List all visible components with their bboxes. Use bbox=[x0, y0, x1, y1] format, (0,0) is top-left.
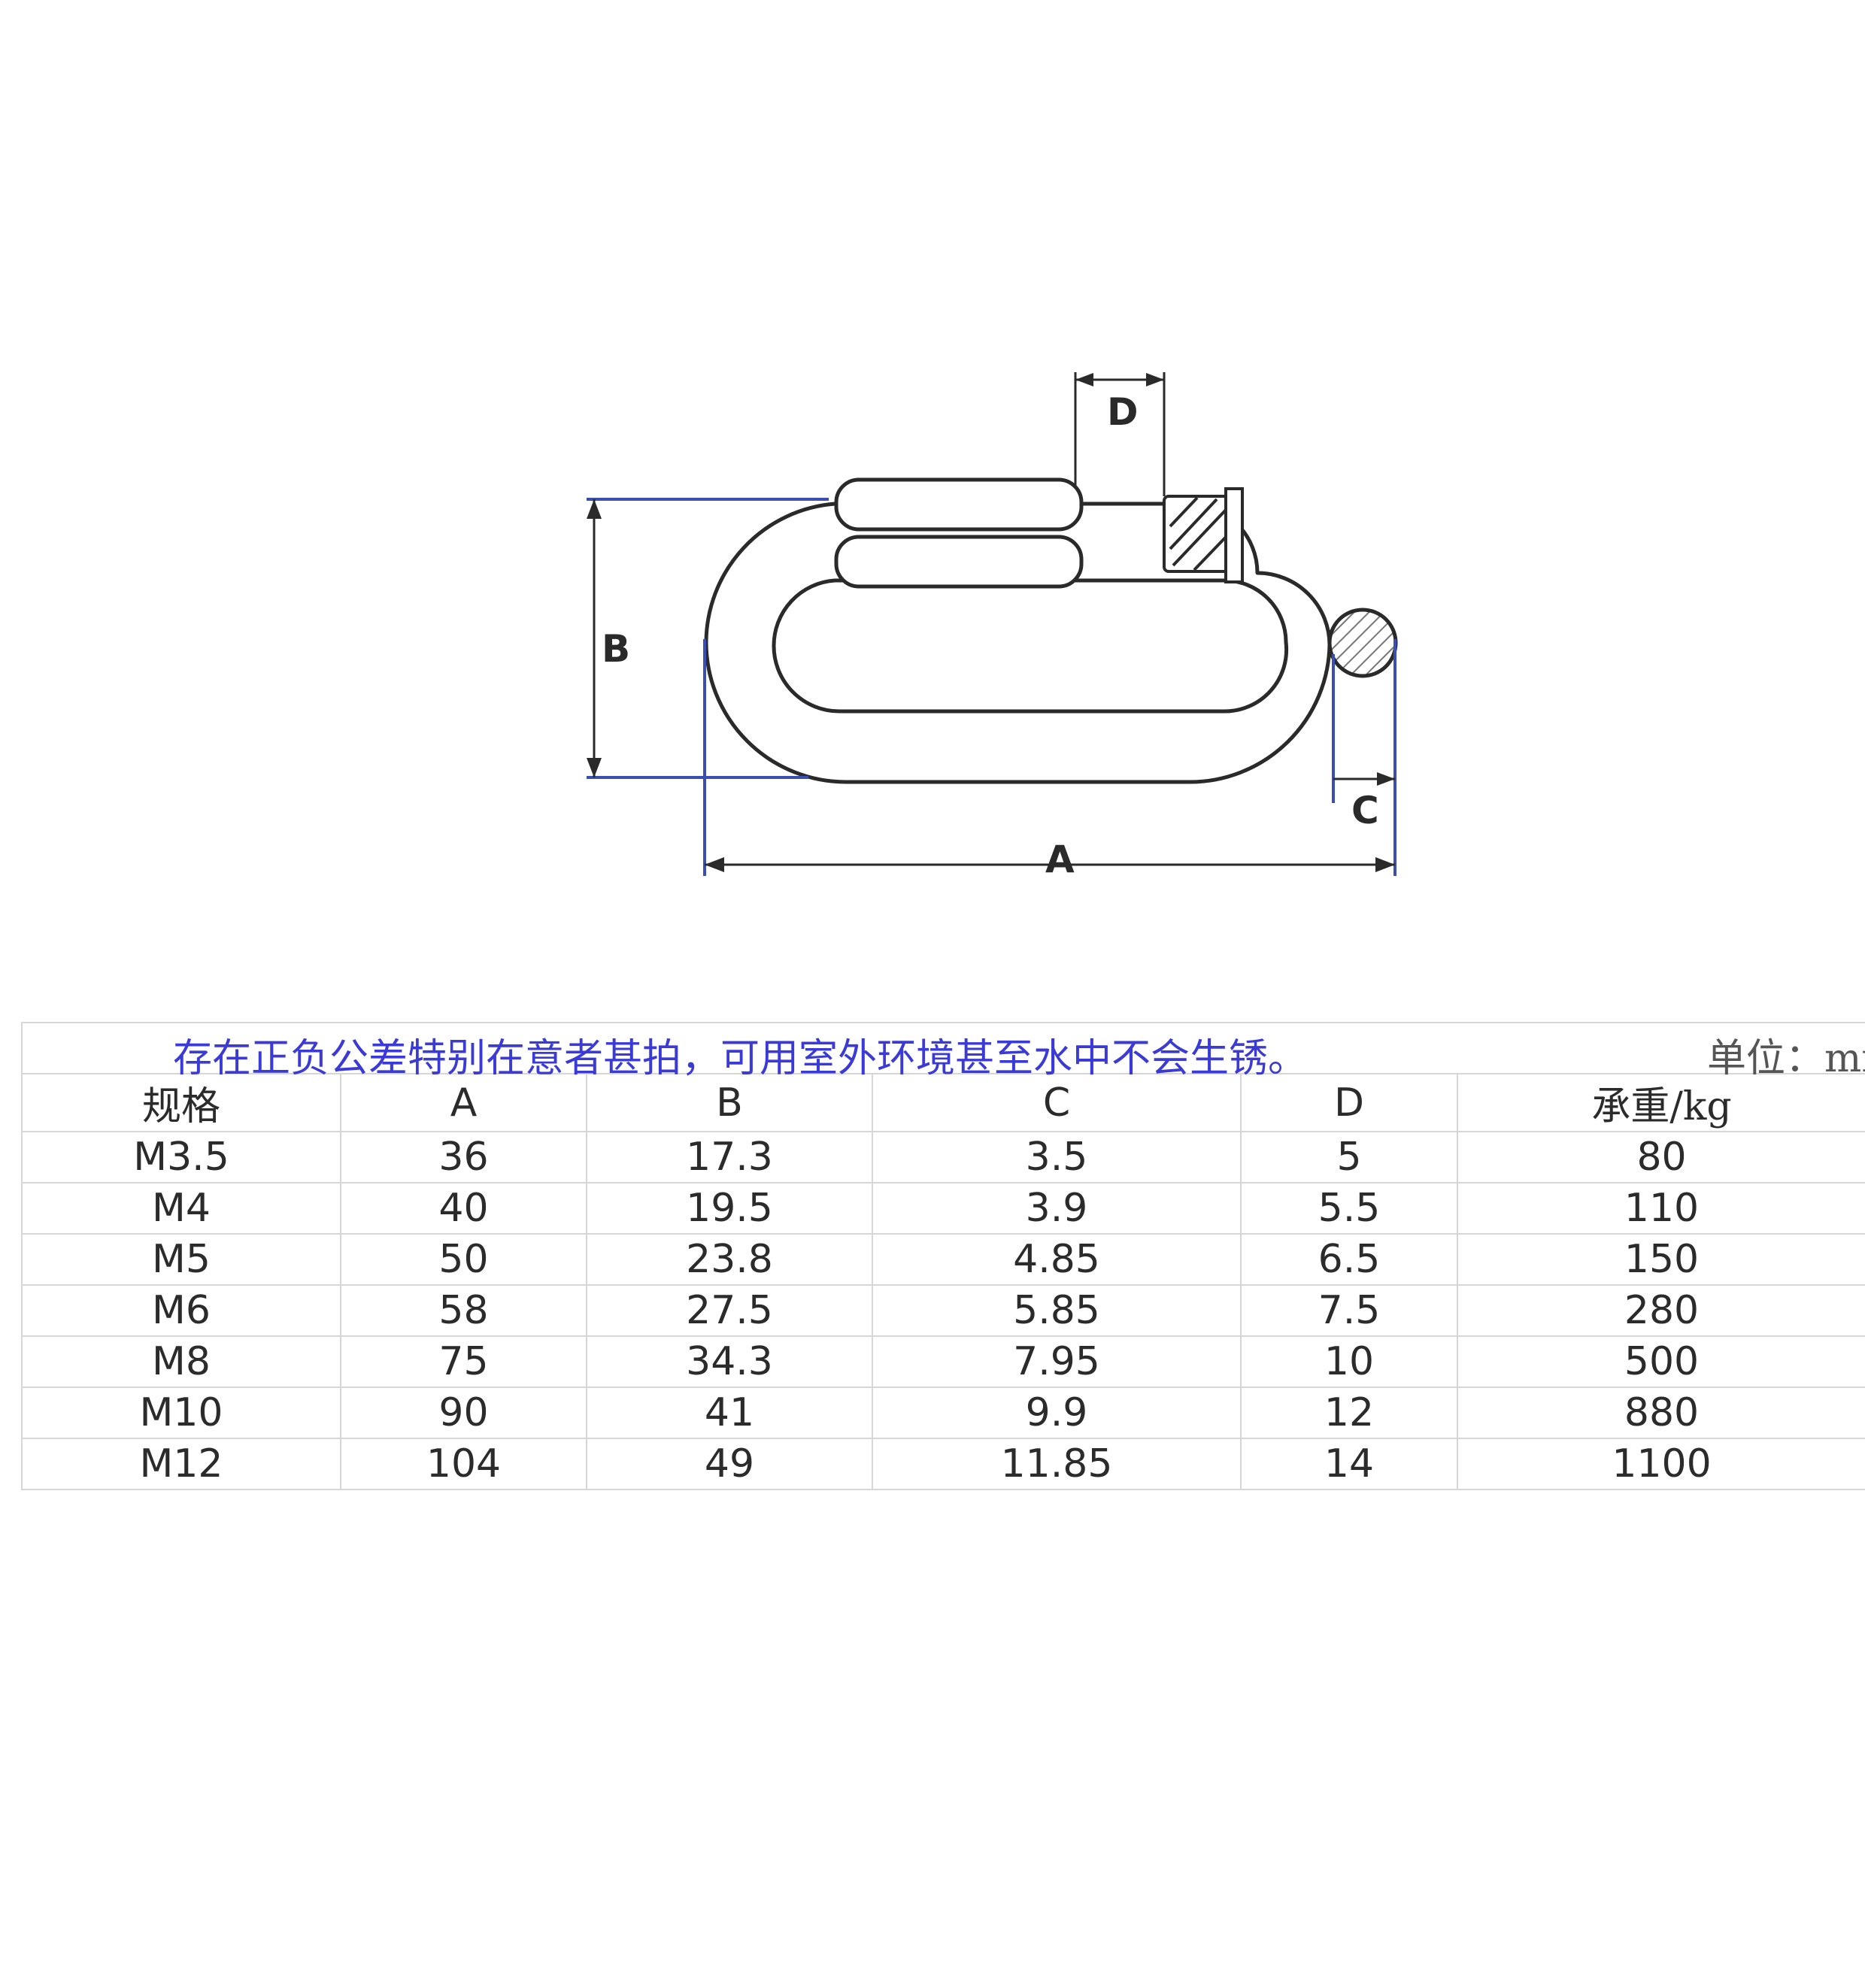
dimension-lines bbox=[587, 372, 1396, 876]
header-spec: 规格 bbox=[21, 1073, 341, 1132]
table-unit: 单位：mm bbox=[1707, 1036, 1865, 1081]
cell-d: 12 bbox=[1240, 1386, 1458, 1439]
note-row: 存在正负公差特别在意者甚拍，可用室外环境甚至水中不会生锈。 单位：mm bbox=[20, 1022, 1865, 1081]
cell-c: 3.9 bbox=[872, 1182, 1242, 1235]
cell-b: 27.5 bbox=[586, 1284, 873, 1337]
cell-a: 36 bbox=[340, 1131, 587, 1183]
dimension-arrowheads bbox=[587, 373, 1395, 872]
header-b: B bbox=[586, 1073, 873, 1132]
cell-d: 7.5 bbox=[1240, 1284, 1458, 1337]
header-c: C bbox=[872, 1073, 1242, 1132]
cell-b: 49 bbox=[586, 1438, 873, 1490]
cell-load: 1100 bbox=[1456, 1438, 1865, 1490]
cell-b: 34.3 bbox=[586, 1335, 873, 1388]
threaded-end bbox=[1163, 487, 1244, 583]
link-inner-outline bbox=[772, 578, 1289, 714]
cell-a: 104 bbox=[340, 1438, 587, 1490]
spec-table: 存在正负公差特别在意者甚拍，可用室外环境甚至水中不会生锈。 单位：mm 规格 A… bbox=[20, 1022, 1865, 1490]
cell-b: 17.3 bbox=[586, 1131, 873, 1183]
table-row: M5 50 23.8 4.85 6.5 150 bbox=[21, 1233, 1865, 1286]
table-row: M12 104 49 11.85 14 1100 bbox=[21, 1438, 1865, 1490]
cell-d: 5 bbox=[1240, 1131, 1458, 1183]
cell-load: 150 bbox=[1456, 1233, 1865, 1286]
cell-c: 4.85 bbox=[872, 1233, 1242, 1286]
cell-c: 9.9 bbox=[872, 1386, 1242, 1439]
sleeve-nut bbox=[834, 477, 1084, 589]
quick-link-diagram: B A C D bbox=[587, 372, 1398, 881]
cell-load: 500 bbox=[1456, 1335, 1865, 1388]
cell-spec: M12 bbox=[21, 1438, 341, 1490]
table-row: M10 90 41 9.9 12 880 bbox=[21, 1386, 1865, 1439]
cell-spec: M3.5 bbox=[21, 1131, 341, 1183]
cell-spec: M5 bbox=[21, 1233, 341, 1286]
table-row: M8 75 34.3 7.95 10 500 bbox=[21, 1335, 1865, 1388]
cell-spec: M8 bbox=[21, 1335, 341, 1388]
cell-load: 110 bbox=[1456, 1182, 1865, 1235]
cell-d: 10 bbox=[1240, 1335, 1458, 1388]
dimension-label-b: B bbox=[602, 627, 630, 671]
dimension-label-d: D bbox=[1107, 390, 1139, 434]
table-row: M3.5 36 17.3 3.5 5 80 bbox=[21, 1131, 1865, 1183]
cell-c: 7.95 bbox=[872, 1335, 1242, 1388]
table-note: 存在正负公差特别在意者甚拍，可用室外环境甚至水中不会生锈。 bbox=[173, 1036, 1308, 1081]
header-d: D bbox=[1240, 1073, 1458, 1132]
header-a: A bbox=[340, 1073, 587, 1132]
cell-b: 19.5 bbox=[586, 1182, 873, 1235]
cell-d: 5.5 bbox=[1240, 1182, 1458, 1235]
cell-spec: M6 bbox=[21, 1284, 341, 1337]
cell-load: 280 bbox=[1456, 1284, 1865, 1337]
section-circle bbox=[1327, 608, 1398, 678]
link-outer-outline bbox=[704, 502, 1332, 784]
cell-b: 23.8 bbox=[586, 1233, 873, 1286]
cell-a: 75 bbox=[340, 1335, 587, 1388]
cell-a: 50 bbox=[340, 1233, 587, 1286]
cell-a: 58 bbox=[340, 1284, 587, 1337]
header-row: 规格 A B C D 承重/kg bbox=[21, 1073, 1865, 1132]
cell-load: 80 bbox=[1456, 1131, 1865, 1183]
cell-spec: M10 bbox=[21, 1386, 341, 1439]
cell-load: 880 bbox=[1456, 1386, 1865, 1439]
cell-c: 3.5 bbox=[872, 1131, 1242, 1183]
dimension-label-c: C bbox=[1351, 789, 1379, 832]
cell-d: 6.5 bbox=[1240, 1233, 1458, 1286]
cell-a: 40 bbox=[340, 1182, 587, 1235]
cell-c: 5.85 bbox=[872, 1284, 1242, 1337]
table-row: M4 40 19.5 3.9 5.5 110 bbox=[21, 1182, 1865, 1235]
cell-a: 90 bbox=[340, 1386, 587, 1439]
cell-c: 11.85 bbox=[872, 1438, 1242, 1490]
cell-spec: M4 bbox=[21, 1182, 341, 1235]
cell-b: 41 bbox=[586, 1386, 873, 1439]
dimension-label-a: A bbox=[1045, 838, 1075, 881]
table-row: M6 58 27.5 5.85 7.5 280 bbox=[21, 1284, 1865, 1337]
cell-d: 14 bbox=[1240, 1438, 1458, 1490]
